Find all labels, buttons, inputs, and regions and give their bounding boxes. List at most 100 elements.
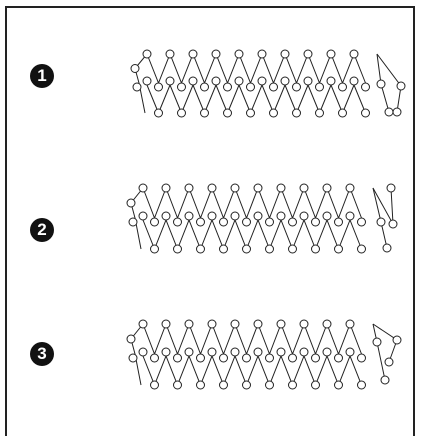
middle-loop bbox=[345, 347, 355, 357]
upper-loop bbox=[253, 319, 263, 329]
middle-loop bbox=[165, 76, 175, 86]
middle-loop bbox=[154, 82, 163, 92]
middle-loop bbox=[138, 211, 148, 221]
middle-loop bbox=[349, 76, 359, 86]
middle-loop bbox=[361, 82, 370, 92]
upper-loop bbox=[345, 183, 355, 193]
upper-loop bbox=[349, 49, 359, 59]
middle-loop bbox=[326, 76, 336, 86]
step-number-3-badge: 3 bbox=[30, 342, 54, 366]
upper-loop bbox=[188, 49, 198, 59]
middle-loop bbox=[219, 217, 228, 227]
middle-loop bbox=[173, 353, 182, 363]
left-closure-stitch bbox=[134, 53, 148, 114]
upper-loop bbox=[276, 183, 286, 193]
lower-loop bbox=[338, 108, 347, 118]
middle-loop bbox=[257, 76, 267, 86]
upper-loop bbox=[184, 319, 194, 329]
lower-loop bbox=[242, 380, 251, 390]
lower-loop bbox=[196, 244, 205, 254]
lower-loop bbox=[223, 108, 232, 118]
upper-loop bbox=[230, 319, 240, 329]
middle-loop bbox=[230, 347, 240, 357]
upper-loop bbox=[138, 183, 148, 193]
right-tail-loop bbox=[372, 337, 382, 347]
upper-loop bbox=[326, 49, 336, 59]
upper-loop bbox=[161, 319, 171, 329]
zigzag-pattern-2 bbox=[126, 183, 398, 254]
right-tail-loop bbox=[380, 375, 390, 385]
lower-loop bbox=[265, 380, 274, 390]
lower-loop bbox=[357, 380, 366, 390]
middle-loop bbox=[357, 217, 366, 227]
upper-loop bbox=[165, 49, 175, 59]
middle-loop bbox=[303, 76, 313, 86]
lower-loop bbox=[292, 108, 301, 118]
upper-loop bbox=[345, 319, 355, 329]
lower-loop bbox=[288, 380, 297, 390]
middle-loop bbox=[207, 347, 217, 357]
lower-loop bbox=[196, 380, 205, 390]
middle-loop bbox=[322, 347, 332, 357]
upper-loop bbox=[299, 183, 309, 193]
middle-loop bbox=[334, 217, 343, 227]
middle-loop bbox=[299, 347, 309, 357]
upper-loop bbox=[142, 49, 152, 59]
lower-loop bbox=[246, 108, 255, 118]
right-tail-loop bbox=[376, 79, 386, 89]
lower-loop bbox=[311, 380, 320, 390]
upper-loop bbox=[322, 183, 332, 193]
lower-loop bbox=[269, 108, 278, 118]
middle-loop bbox=[315, 82, 324, 92]
middle-loop bbox=[219, 353, 228, 363]
middle-loop bbox=[242, 217, 251, 227]
middle-loop bbox=[177, 82, 186, 92]
diagram-panel bbox=[5, 6, 415, 436]
middle-loop bbox=[188, 76, 198, 86]
lower-loop bbox=[154, 108, 163, 118]
upper-zigzag-stitch bbox=[142, 186, 362, 220]
lower-loop bbox=[361, 108, 370, 118]
middle-loop bbox=[246, 82, 255, 92]
right-tail-loop bbox=[392, 335, 402, 345]
right-tail-loop bbox=[392, 107, 402, 117]
upper-loop bbox=[276, 319, 286, 329]
middle-loop bbox=[292, 82, 301, 92]
lower-loop bbox=[334, 380, 343, 390]
left-closure-loop bbox=[128, 353, 138, 363]
upper-zigzag-stitch bbox=[142, 322, 362, 356]
right-tail-loop bbox=[382, 243, 392, 253]
lower-loop bbox=[219, 380, 228, 390]
lower-zigzag-stitch bbox=[142, 354, 362, 387]
right-tail-loop bbox=[376, 217, 386, 227]
lower-loop bbox=[265, 244, 274, 254]
upper-loop bbox=[230, 183, 240, 193]
lower-loop bbox=[177, 108, 186, 118]
middle-loop bbox=[150, 353, 159, 363]
upper-loop bbox=[207, 183, 217, 193]
zigzag-pattern-3 bbox=[126, 319, 402, 390]
middle-loop bbox=[253, 347, 263, 357]
middle-loop bbox=[230, 211, 240, 221]
middle-loop bbox=[242, 353, 251, 363]
right-tail-loop bbox=[388, 219, 398, 229]
right-tail-loop bbox=[384, 107, 394, 117]
upper-loop bbox=[280, 49, 290, 59]
middle-loop bbox=[288, 217, 297, 227]
left-closure-stitch bbox=[130, 187, 144, 250]
middle-loop bbox=[196, 217, 205, 227]
upper-loop bbox=[138, 319, 148, 329]
middle-loop bbox=[345, 211, 355, 221]
middle-loop bbox=[211, 76, 221, 86]
upper-loop bbox=[207, 319, 217, 329]
left-closure-stitch bbox=[130, 323, 144, 386]
lower-loop bbox=[150, 380, 159, 390]
lower-zigzag-stitch bbox=[146, 83, 366, 115]
middle-loop bbox=[184, 347, 194, 357]
middle-loop bbox=[269, 82, 278, 92]
middle-loop bbox=[234, 76, 244, 86]
left-closure-loop bbox=[126, 334, 136, 344]
middle-loop bbox=[265, 217, 274, 227]
step-number-2-badge: 2 bbox=[30, 218, 54, 242]
